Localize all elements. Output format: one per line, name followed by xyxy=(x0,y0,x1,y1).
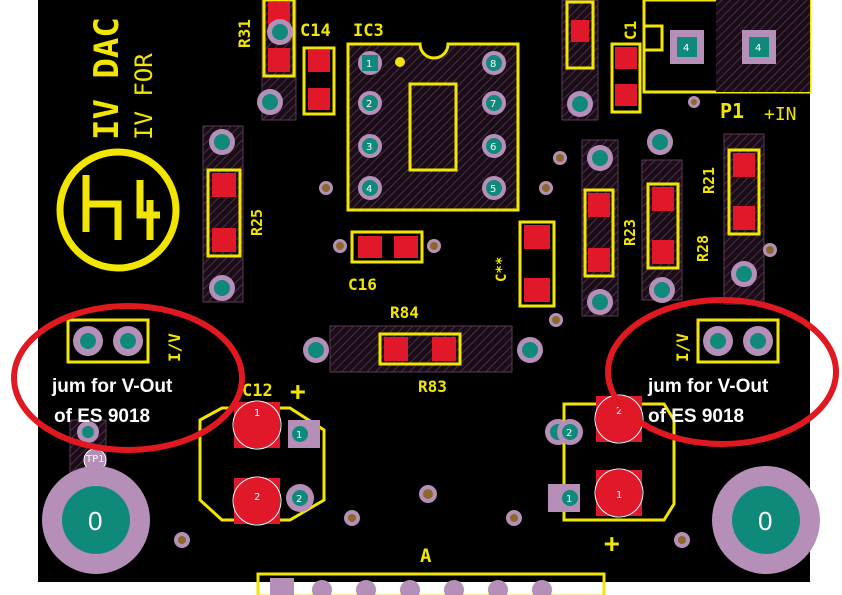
right-cap-pin: 2 xyxy=(557,419,583,445)
label-r28: R28 xyxy=(694,235,712,262)
svg-text:8: 8 xyxy=(490,59,496,70)
svg-text:6: 6 xyxy=(490,142,496,153)
ic3-pin: 4 xyxy=(358,176,382,200)
label-ic3: IC3 xyxy=(353,21,384,41)
svg-text:5: 5 xyxy=(490,184,496,195)
label-r84: R84 xyxy=(390,303,419,322)
label-iv-right: I/V xyxy=(673,333,692,362)
jumper-left-pad xyxy=(113,326,143,356)
svg-text:1: 1 xyxy=(616,490,622,501)
svg-text:4: 4 xyxy=(755,43,761,54)
r25-outline xyxy=(206,168,242,258)
label-p1: P1 xyxy=(720,99,744,123)
svg-text:0: 0 xyxy=(758,506,772,536)
p1-pad: 4 xyxy=(670,30,704,64)
ic3-pin: 7 xyxy=(482,91,506,115)
jumper-right-outline xyxy=(696,318,780,364)
plus-right: + xyxy=(604,529,620,559)
label-iv-left: I/V xyxy=(165,333,184,362)
svg-text:2: 2 xyxy=(254,492,260,503)
svg-text:2: 2 xyxy=(616,406,622,417)
c16-outline xyxy=(350,230,424,264)
ic3-pin: 1 xyxy=(358,51,382,75)
label-r83: R83 xyxy=(418,377,447,396)
right-cap-pad: 1 xyxy=(594,468,644,518)
label-r25: R25 xyxy=(248,209,266,236)
small-via-icon xyxy=(174,151,777,548)
ic3-pin: 5 xyxy=(482,176,506,200)
c14-pad xyxy=(308,88,330,110)
svg-text:2: 2 xyxy=(296,494,302,505)
label-c14: C14 xyxy=(300,21,331,41)
svg-text:4: 4 xyxy=(683,43,689,54)
plus-left: + xyxy=(290,377,306,407)
label-r21: R21 xyxy=(700,167,718,194)
svg-text:0: 0 xyxy=(88,506,102,536)
svg-text:1: 1 xyxy=(566,494,572,505)
label-r31: R31 xyxy=(235,19,254,48)
note-right-line1: jum for V-Out xyxy=(647,376,769,397)
svg-text:2: 2 xyxy=(566,428,572,439)
label-cxx: C** xyxy=(494,257,510,282)
logo-icon xyxy=(56,148,180,272)
p1-pad: 4 xyxy=(742,30,776,64)
jumper-right-pad xyxy=(743,326,773,356)
note-left-line1: jum for V-Out xyxy=(51,376,173,397)
label-c15: C1 xyxy=(621,21,640,40)
board-title-line1: IV DAC xyxy=(87,17,127,140)
c12-pin: 1 xyxy=(288,420,320,448)
c12-pad: 1 xyxy=(232,400,282,450)
svg-text:1: 1 xyxy=(296,430,302,441)
c14-pad xyxy=(308,50,330,72)
svg-text:1: 1 xyxy=(254,408,260,419)
mount-hole-left: 0 xyxy=(42,466,150,574)
svg-text:7: 7 xyxy=(490,99,496,110)
label-connector-a: A xyxy=(420,545,432,567)
ic3-pin: 6 xyxy=(482,134,506,158)
label-plus-in: +IN xyxy=(764,104,797,125)
jumper-right-pad xyxy=(703,326,733,356)
label-c12: C12 xyxy=(242,381,273,401)
jumper-left-pad xyxy=(73,326,103,356)
callout-ellipse-icon xyxy=(11,303,245,453)
ic3-pin: 3 xyxy=(358,134,382,158)
r31-pad xyxy=(268,48,290,72)
label-r23: R23 xyxy=(621,219,639,246)
note-right-line2: of ES 9018 xyxy=(648,406,744,427)
right-cap-pin: 1 xyxy=(548,484,580,512)
jumper-left-outline xyxy=(66,318,150,364)
mount-hole-right: 0 xyxy=(712,466,820,574)
c14-outline xyxy=(302,46,336,116)
ic3-outline xyxy=(346,42,520,212)
board-title-line2: IV FOR xyxy=(130,53,158,140)
c12-pad: 2 xyxy=(232,476,282,526)
c12-pin: 2 xyxy=(286,484,314,512)
callout-ellipse-icon xyxy=(605,297,839,447)
svg-text:4: 4 xyxy=(366,184,372,195)
note-left-line2: of ES 9018 xyxy=(54,406,150,427)
svg-text:2: 2 xyxy=(366,99,372,110)
svg-text:1: 1 xyxy=(366,59,372,70)
label-c16: C16 xyxy=(348,275,377,294)
ic3-pin: 8 xyxy=(482,51,506,75)
label-tp1: TP1 xyxy=(85,454,105,465)
svg-text:3: 3 xyxy=(366,142,372,153)
ic3-pin: 2 xyxy=(358,91,382,115)
